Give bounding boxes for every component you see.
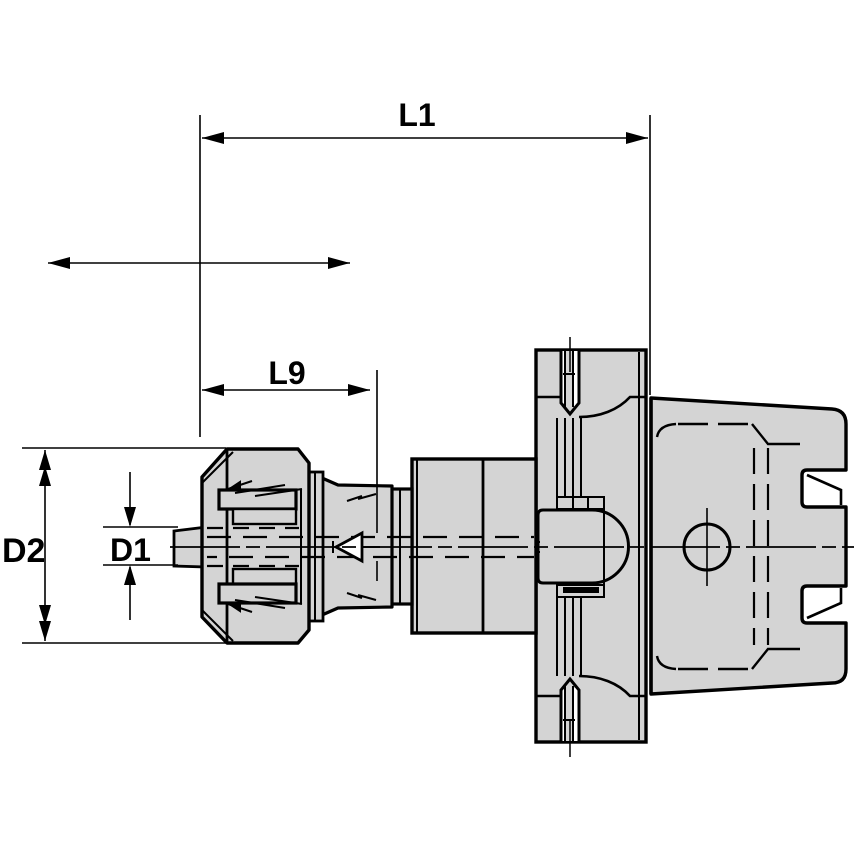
d1-arrow-bottom — [124, 565, 136, 585]
nut-chamfer-top — [201, 451, 234, 484]
flange-slot-bottom — [559, 676, 581, 742]
flange-slot-top — [559, 350, 581, 417]
d1-label: D1 — [110, 532, 151, 568]
d2-arrow-bottom — [39, 621, 51, 641]
shank-notch-top-detail — [806, 473, 843, 505]
nut-chamfer-bottom — [201, 609, 234, 642]
l9-arrow-right — [348, 384, 370, 396]
l9-arrow-left — [202, 384, 224, 396]
collet-nut — [200, 447, 534, 645]
cylinder-outline — [410, 457, 538, 635]
d2-arrow-bottom2 — [39, 605, 51, 625]
l9-label: L9 — [268, 355, 305, 391]
flange-bottom-arc — [578, 674, 646, 698]
gripper-groove-keyhole — [536, 508, 630, 585]
l1-arrow-left — [202, 132, 224, 144]
bore-step-bottom — [751, 647, 800, 670]
bore-arc-top — [655, 422, 677, 438]
collet-slits-bottom — [224, 596, 303, 613]
d2-label: D2 — [2, 532, 45, 570]
hsk-shank-taper — [620, 396, 848, 696]
shank-notch-bottom-detail — [806, 588, 843, 620]
hidden-bore-lines — [207, 526, 534, 568]
shank-outline — [649, 396, 848, 696]
dimension-l1 — [199, 115, 651, 437]
d2-arrow-top2 — [39, 466, 51, 486]
d1-arrow-top — [124, 507, 136, 527]
dimension-l9 — [202, 370, 378, 581]
flange-top-arc — [578, 395, 646, 419]
taper-mark-bottom — [346, 592, 377, 601]
l1-label: L1 — [398, 97, 435, 133]
collet-window-lower — [217, 582, 298, 605]
bore-step-top — [751, 423, 800, 446]
bore-arc-bottom — [655, 655, 677, 671]
collet-slits-top — [224, 480, 303, 497]
dimension-d2 — [22, 447, 226, 644]
range-arrow-left — [48, 257, 70, 269]
l1-arrow-right — [626, 132, 648, 144]
flange-slot-bottom-key — [565, 686, 573, 741]
chuck-body-cylinder — [410, 457, 538, 635]
flange-slot-top-key — [565, 351, 573, 407]
range-arrow-right — [328, 257, 350, 269]
adjustment-range-arrow — [48, 257, 350, 269]
taper-mark-top — [346, 493, 377, 502]
collet-window-upper — [217, 488, 298, 511]
dimension-d1 — [103, 472, 178, 620]
d2-arrow-top — [39, 450, 51, 470]
nut-outline — [200, 447, 311, 645]
collet-window-lower-inner — [231, 567, 298, 586]
collet-window-upper-inner — [231, 507, 298, 526]
